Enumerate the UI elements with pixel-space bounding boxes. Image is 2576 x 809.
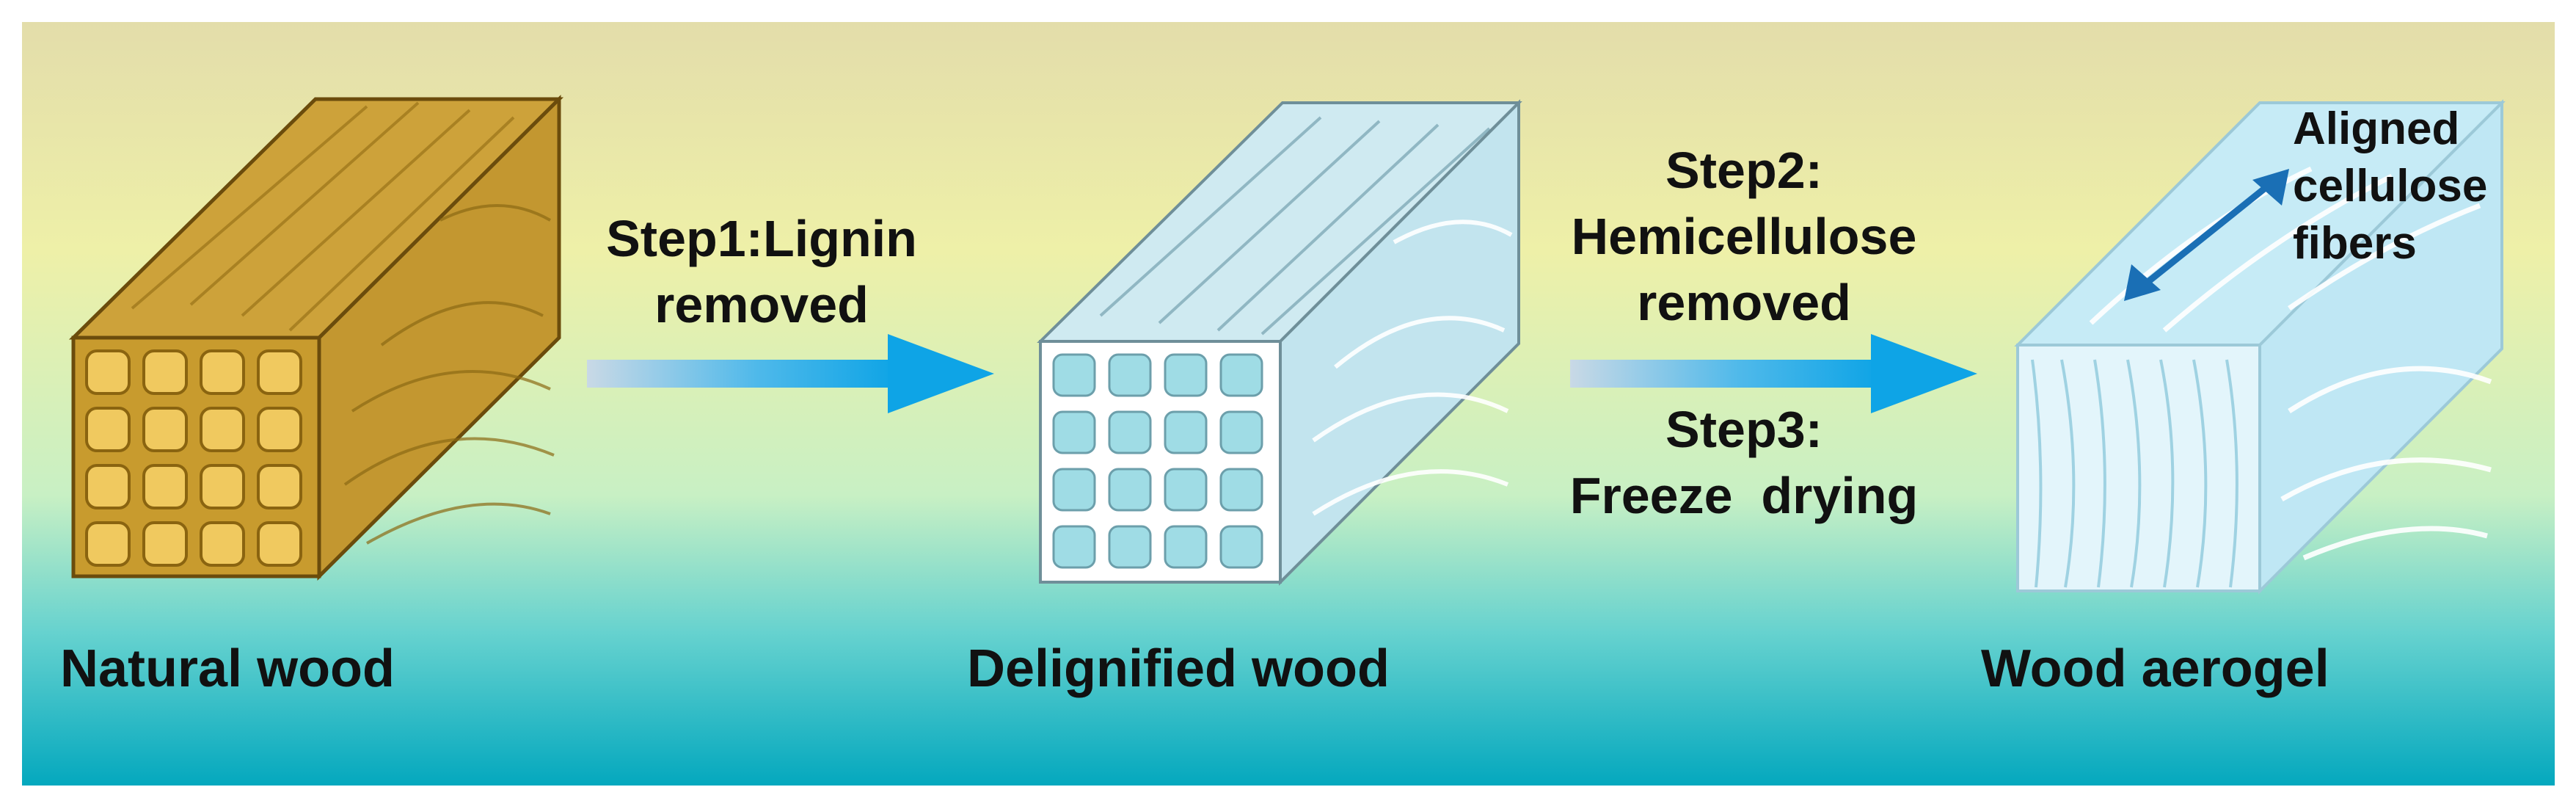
process-arrow-2 bbox=[1570, 334, 1977, 413]
annotation-line3: fibers bbox=[2293, 218, 2417, 269]
delignified-wood-block bbox=[1037, 99, 1522, 586]
step1-line1: Step1:Lignin bbox=[606, 210, 917, 267]
delignified-wood-label: Delignified wood bbox=[967, 639, 1390, 698]
natural-wood-label: Natural wood bbox=[60, 639, 395, 698]
step2-line2: Hemicellulose bbox=[1571, 208, 1917, 265]
step1-line2: removed bbox=[654, 276, 869, 333]
step2-line1: Step2: bbox=[1665, 142, 1822, 199]
step3-line2: Freeze drying bbox=[1569, 467, 1919, 524]
step3-line1: Step3: bbox=[1665, 401, 1822, 458]
process-arrow-1 bbox=[587, 334, 994, 413]
double-headed-arrow bbox=[2124, 169, 2289, 301]
annotation-line1: Aligned bbox=[2293, 104, 2460, 154]
natural-wood-block bbox=[68, 94, 564, 581]
wood-aerogel-label: Wood aerogel bbox=[1981, 639, 2329, 698]
step2-line3: removed bbox=[1637, 274, 1851, 331]
annotation-line2: cellulose bbox=[2293, 161, 2488, 211]
